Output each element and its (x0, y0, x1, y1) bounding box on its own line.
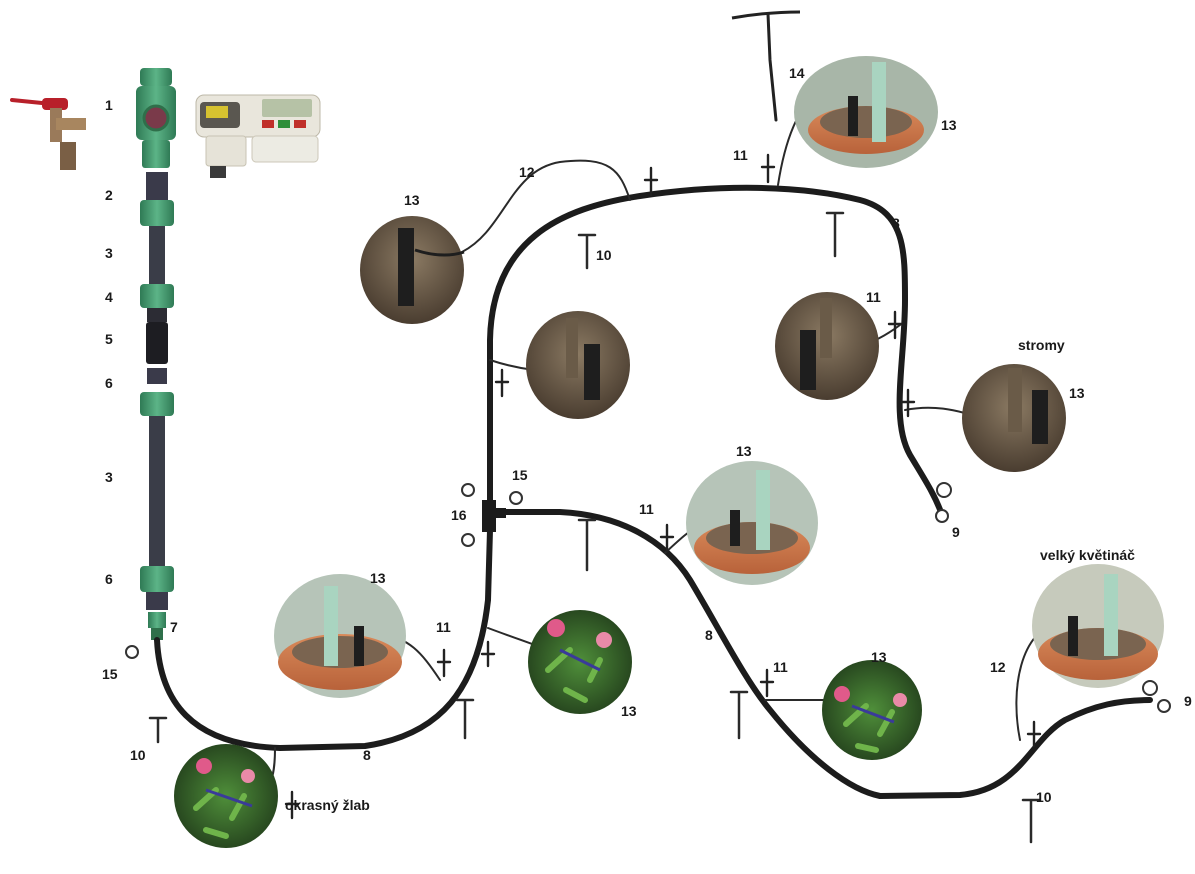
zone-label-trees: stromy (1018, 337, 1065, 353)
label-11-tree2: 11 (866, 289, 881, 305)
zone-labels: stromy velký květináč okrasný žlab (285, 337, 1135, 813)
label-8-right: 8 (892, 215, 900, 231)
label-11-lower: 11 (773, 659, 788, 675)
label-10-left: 10 (130, 747, 146, 763)
photo-tree-top-left (360, 216, 465, 324)
label-1: 1 (105, 97, 113, 113)
label-13-flower-right: 13 (871, 649, 887, 665)
photo-pot-mid (686, 461, 818, 585)
label-9-far: 9 (1184, 693, 1192, 709)
label-11-mid: 11 (639, 501, 654, 517)
label-12-top: 12 (519, 164, 535, 180)
label-6: 6 (105, 375, 113, 391)
label-13-mid-pot: 13 (736, 443, 752, 459)
number-labels: 1 2 3 4 5 6 3 6 7 15 10 8 13 11 13 16 15… (102, 65, 1192, 805)
dripper-icons (284, 153, 1042, 820)
label-9-right: 9 (952, 524, 960, 540)
photo-flower-gutter (174, 744, 278, 848)
connector-assembly (136, 68, 176, 640)
photo-tree-mid (526, 311, 630, 419)
label-16: 16 (451, 507, 467, 523)
main-hose (154, 184, 1153, 799)
stake-icons (148, 211, 1041, 844)
label-14: 14 (789, 65, 805, 81)
label-13-top-left: 13 (404, 192, 420, 208)
label-10-top: 10 (596, 247, 612, 263)
label-8-lower: 8 (705, 627, 713, 643)
t-connector-icon (482, 500, 506, 532)
photo-pot-top (794, 56, 938, 168)
label-4: 4 (105, 289, 113, 305)
timer-controller-icon (195, 94, 321, 178)
photo-tree-right-1 (775, 292, 879, 400)
label-11-top: 11 (733, 147, 748, 163)
label-3b: 3 (105, 469, 113, 485)
label-10-right: 10 (1036, 789, 1052, 805)
label-13-flower-mid: 13 (621, 703, 637, 719)
stake-with-tube-icon (731, 10, 801, 122)
label-3: 3 (105, 245, 113, 261)
photo-flower-right (822, 660, 922, 760)
photo-pot-big (1032, 564, 1164, 688)
label-5: 5 (105, 331, 113, 347)
label-13-tree3: 13 (1069, 385, 1085, 401)
clamp-icons (125, 483, 523, 659)
end-plug-icons (935, 482, 1171, 713)
zone-label-big-pot: velký květináč (1040, 547, 1135, 563)
label-15-left: 15 (102, 666, 118, 682)
label-13-gutter-pot: 13 (370, 570, 386, 586)
photo-tree-right-2 (962, 364, 1066, 472)
photo-flower-mid (528, 610, 632, 714)
label-13-top-pot: 13 (941, 117, 957, 133)
label-2: 2 (105, 187, 113, 203)
garden-tap-icon (10, 98, 86, 170)
label-15-mid: 15 (512, 467, 528, 483)
photo-pot-gutter (274, 574, 406, 698)
label-12-right: 12 (990, 659, 1006, 675)
label-6b: 6 (105, 571, 113, 587)
label-11-bottom: 11 (436, 619, 451, 635)
label-7: 7 (170, 619, 178, 635)
zone-label-gutter: okrasný žlab (285, 797, 370, 813)
label-8-bottom: 8 (363, 747, 371, 763)
